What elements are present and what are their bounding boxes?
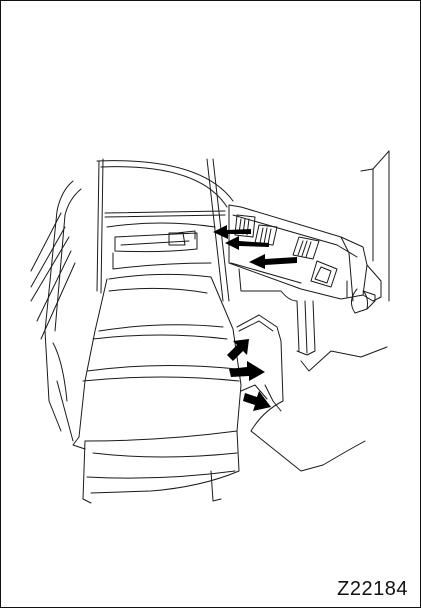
rear-seat-cushion [73, 274, 241, 503]
airflow-arrow-floor-upper [227, 339, 249, 361]
rear-seat-back [31, 181, 81, 441]
airflow-arrow-middle-vent [225, 236, 269, 250]
heater-vent-right [293, 237, 319, 259]
figure-code: Z22184 [337, 578, 408, 601]
airflow-arrow-right-vent [249, 254, 297, 269]
airflow-arrow-floor-lower [243, 391, 271, 411]
airflow-arrow-floor-middle [229, 361, 265, 381]
door-trim-panel [107, 223, 215, 269]
airflow-arrow-upper-vent [213, 225, 251, 239]
heater-vent-middle [255, 225, 277, 245]
